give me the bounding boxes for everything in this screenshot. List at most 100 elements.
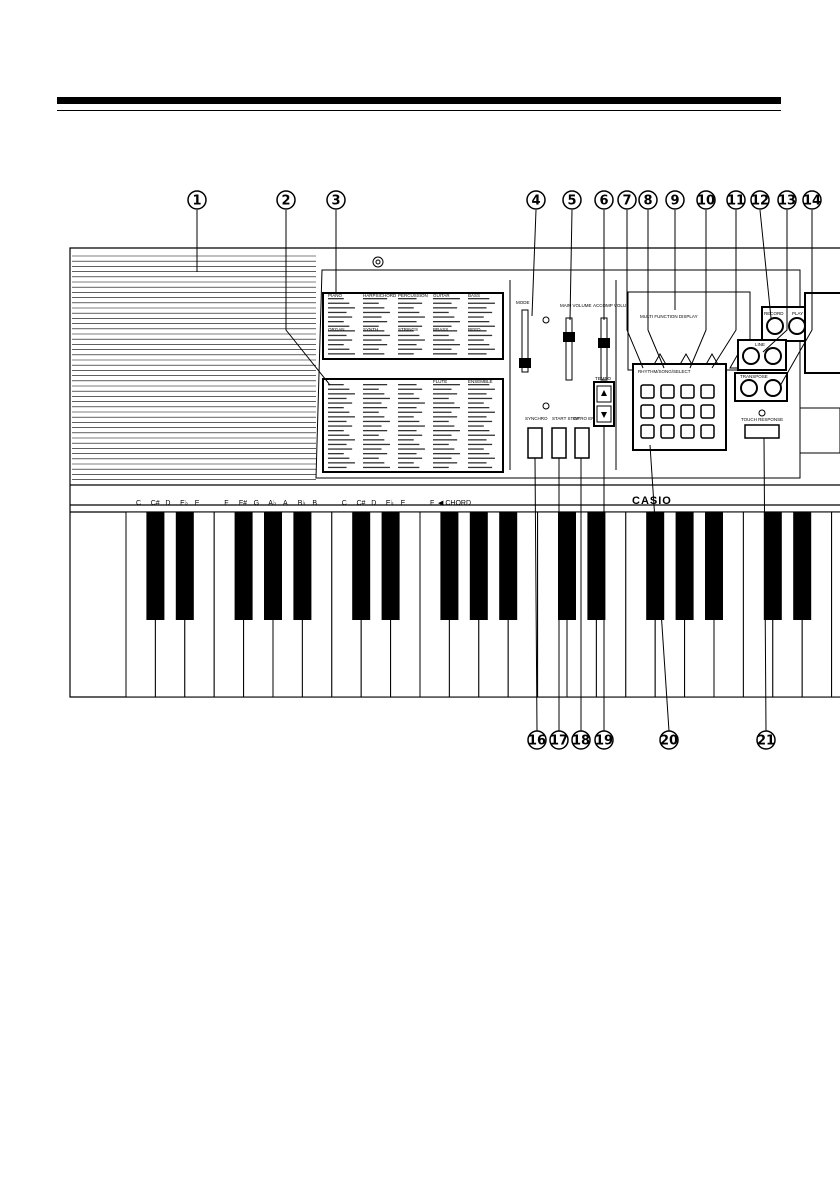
- black-key[interactable]: [146, 512, 165, 620]
- rhythm-select-panel: RHYTHM/SONG/SELECT: [632, 363, 727, 451]
- rhythm-select-button[interactable]: [640, 384, 655, 399]
- control-panel: [315, 256, 801, 479]
- rhythm-select-button[interactable]: [680, 404, 695, 419]
- key-label: B♭: [298, 499, 306, 507]
- callout-number: 8: [643, 194, 652, 209]
- tone-category-label: GUITAR: [433, 293, 450, 298]
- rhythm-select-button[interactable]: [680, 424, 695, 439]
- tone-category-label: PIANO: [328, 293, 343, 298]
- rhythm-select-button[interactable]: [700, 424, 715, 439]
- black-key[interactable]: [293, 512, 312, 620]
- callout-number: 14: [803, 194, 821, 209]
- touch-response-led: [758, 409, 766, 417]
- play-button[interactable]: [788, 317, 806, 335]
- black-key[interactable]: [175, 512, 194, 620]
- key-label: A♭: [268, 499, 276, 507]
- black-key[interactable]: [675, 512, 694, 620]
- info-panel-right: [799, 292, 840, 454]
- record-button[interactable]: [766, 317, 784, 335]
- black-key[interactable]: [763, 512, 782, 620]
- mode-label: MODE: [516, 300, 530, 305]
- callout-circle: [562, 190, 582, 210]
- black-key[interactable]: [264, 512, 282, 620]
- callout-circle: [696, 190, 716, 210]
- black-key[interactable]: [352, 512, 371, 620]
- callout-number: 17: [550, 734, 568, 749]
- mode-indicator-led: [542, 316, 550, 324]
- tempo-buttons[interactable]: [593, 381, 615, 427]
- main-volume-slider[interactable]: [563, 317, 575, 381]
- callout-number: 11: [727, 194, 745, 209]
- key-label: C: [342, 500, 347, 507]
- black-key[interactable]: [469, 512, 488, 620]
- rhythm-select-button[interactable]: [640, 404, 655, 419]
- start-stop-button[interactable]: [551, 427, 567, 459]
- callout-circle: [726, 190, 746, 210]
- rhythm-select-button[interactable]: [680, 384, 695, 399]
- key-label: C#: [151, 500, 160, 507]
- black-key[interactable]: [558, 512, 576, 620]
- line-label: LINE: [755, 342, 765, 347]
- tone-category-label: HARPSICHORD: [363, 293, 397, 298]
- rhythm-select-button[interactable]: [640, 424, 655, 439]
- callout-number: 5: [567, 194, 576, 209]
- key-label: E: [401, 500, 406, 507]
- record-label: RECORD: [764, 311, 784, 316]
- transpose-panel: [734, 372, 788, 402]
- mode-slider[interactable]: [519, 309, 531, 373]
- display-label: MULTI FUNCTION DISPLAY: [640, 314, 698, 319]
- line-button-2[interactable]: [764, 347, 782, 365]
- touch-response-button[interactable]: [744, 424, 780, 439]
- rhythm-select-button[interactable]: [660, 424, 675, 439]
- callout-circle: [276, 190, 296, 210]
- accomp-volume-label: ACCOMP VOLUME: [593, 303, 633, 308]
- white-key[interactable]: [831, 511, 840, 698]
- play-label: PLAY: [792, 311, 803, 316]
- line-button-1[interactable]: [742, 347, 760, 365]
- black-key[interactable]: [587, 512, 606, 620]
- black-key[interactable]: [705, 512, 723, 620]
- black-key[interactable]: [381, 512, 400, 620]
- black-key[interactable]: [499, 512, 518, 620]
- transpose-down-button[interactable]: [740, 379, 758, 397]
- key-label: F: [224, 500, 228, 507]
- rhythm-select-button[interactable]: [660, 404, 675, 419]
- transpose-up-button[interactable]: [764, 379, 782, 397]
- key-label: E: [195, 500, 200, 507]
- callout-circle: [617, 190, 637, 210]
- rhythm-select-label: RHYTHM/SONG/SELECT: [638, 369, 691, 374]
- callout-circle: [526, 190, 546, 210]
- tone-category-label: ENSEMBLE: [468, 379, 493, 384]
- accomp-volume-slider[interactable]: [598, 317, 610, 381]
- callout-number: 18: [572, 734, 590, 749]
- transpose-label: TRANSPOSE: [740, 374, 768, 379]
- callout-circle: [750, 190, 770, 210]
- black-key[interactable]: [234, 512, 253, 620]
- callout-circle: [802, 190, 822, 210]
- callout-circle: [638, 190, 658, 210]
- callout-number: 2: [281, 194, 290, 209]
- multi-function-display: MULTI FUNCTION DISPLAY: [627, 291, 751, 371]
- callout-number: 7: [622, 194, 631, 209]
- touch-response-label: TOUCH RESPONSE: [741, 417, 783, 422]
- tone-category-label: BRASS: [433, 327, 448, 332]
- callout-circle: [326, 190, 346, 210]
- callout-circle: [594, 190, 614, 210]
- rhythm-select-button[interactable]: [700, 404, 715, 419]
- intro-ending-button[interactable]: [574, 427, 590, 459]
- header-rule-thick: [57, 97, 781, 104]
- callout-number: 13: [778, 194, 796, 209]
- tone-category-label: SYNTH: [363, 327, 378, 332]
- callout-number: 1: [192, 194, 201, 209]
- black-key[interactable]: [793, 512, 812, 620]
- tempo-label: TEMPO: [595, 376, 612, 381]
- tone-category-label: BASS: [468, 293, 480, 298]
- rhythm-select-button[interactable]: [660, 384, 675, 399]
- synchro-button[interactable]: [527, 427, 543, 459]
- black-key[interactable]: [440, 512, 459, 620]
- key-label: C#: [357, 500, 366, 507]
- callout-circle: [777, 190, 797, 210]
- rhythm-select-button[interactable]: [700, 384, 715, 399]
